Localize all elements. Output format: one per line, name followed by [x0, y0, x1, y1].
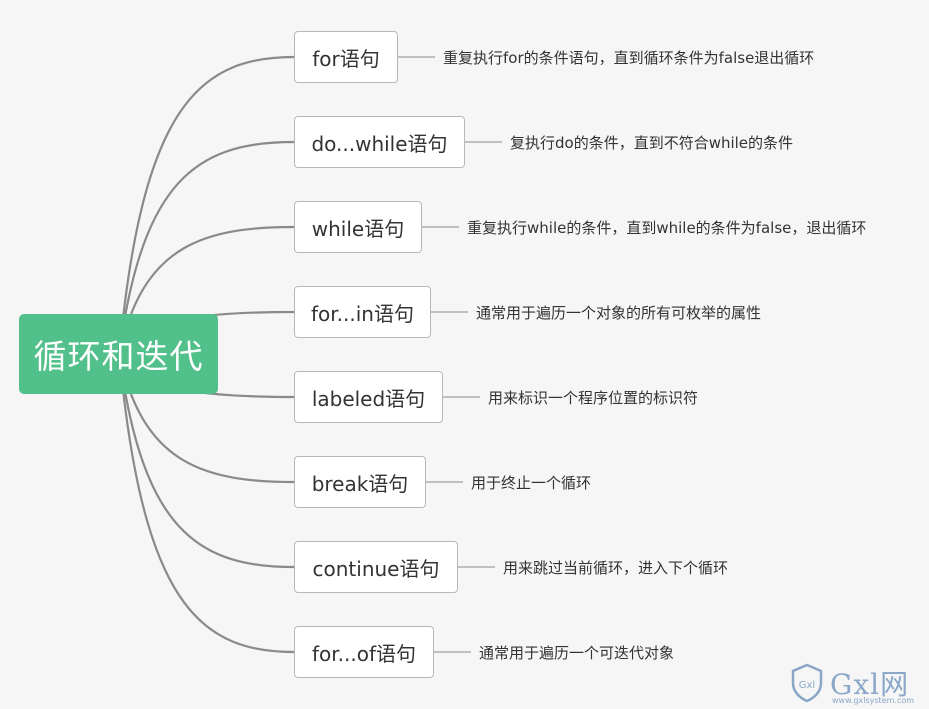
branch-node-labeled: labeled语句: [294, 371, 443, 423]
branch-connector: [121, 379, 295, 569]
watermark: Gxl Gxl网 www.gxlsystem.com: [790, 660, 926, 706]
branch-connector: [121, 369, 295, 484]
branch-node-for-in: for...in语句: [294, 286, 431, 338]
branch-description: 重复执行for的条件语句，直到循环条件为false退出循环: [443, 49, 815, 67]
branch-description: 重复执行while的条件，直到while的条件为false，退出循环: [467, 219, 867, 237]
branch-connector: [121, 389, 295, 654]
branch-description: 复执行do的条件，直到不符合while的条件: [510, 134, 794, 152]
branch-description: 通常用于遍历一个对象的所有可枚举的属性: [476, 304, 762, 322]
branch-node-while: while语句: [294, 201, 422, 253]
watermark-domain: www.gxlsystem.com: [832, 696, 915, 705]
branch-node-for: for语句: [294, 31, 398, 83]
watermark-text: Gxl网: [830, 668, 910, 701]
branch-description: 用于终止一个循环: [471, 474, 592, 492]
branch-connector: [121, 55, 295, 319]
branch-node-break: break语句: [294, 456, 426, 508]
watermark-badge: Gxl: [799, 680, 815, 691]
branch-description: 用来标识一个程序位置的标识符: [488, 389, 699, 407]
shield-icon: Gxl: [791, 663, 823, 703]
branch-node-continue: continue语句: [294, 541, 458, 593]
branch-description: 用来跳过当前循环，进入下个循环: [503, 559, 729, 577]
branch-node-do-while: do...while语句: [294, 116, 465, 168]
branch-connector: [121, 140, 295, 329]
root-node: 循环和迭代: [19, 314, 218, 394]
branch-description: 通常用于遍历一个可迭代对象: [479, 644, 675, 662]
branch-node-for-of: for...of语句: [294, 626, 434, 678]
branch-connector: [121, 225, 295, 340]
